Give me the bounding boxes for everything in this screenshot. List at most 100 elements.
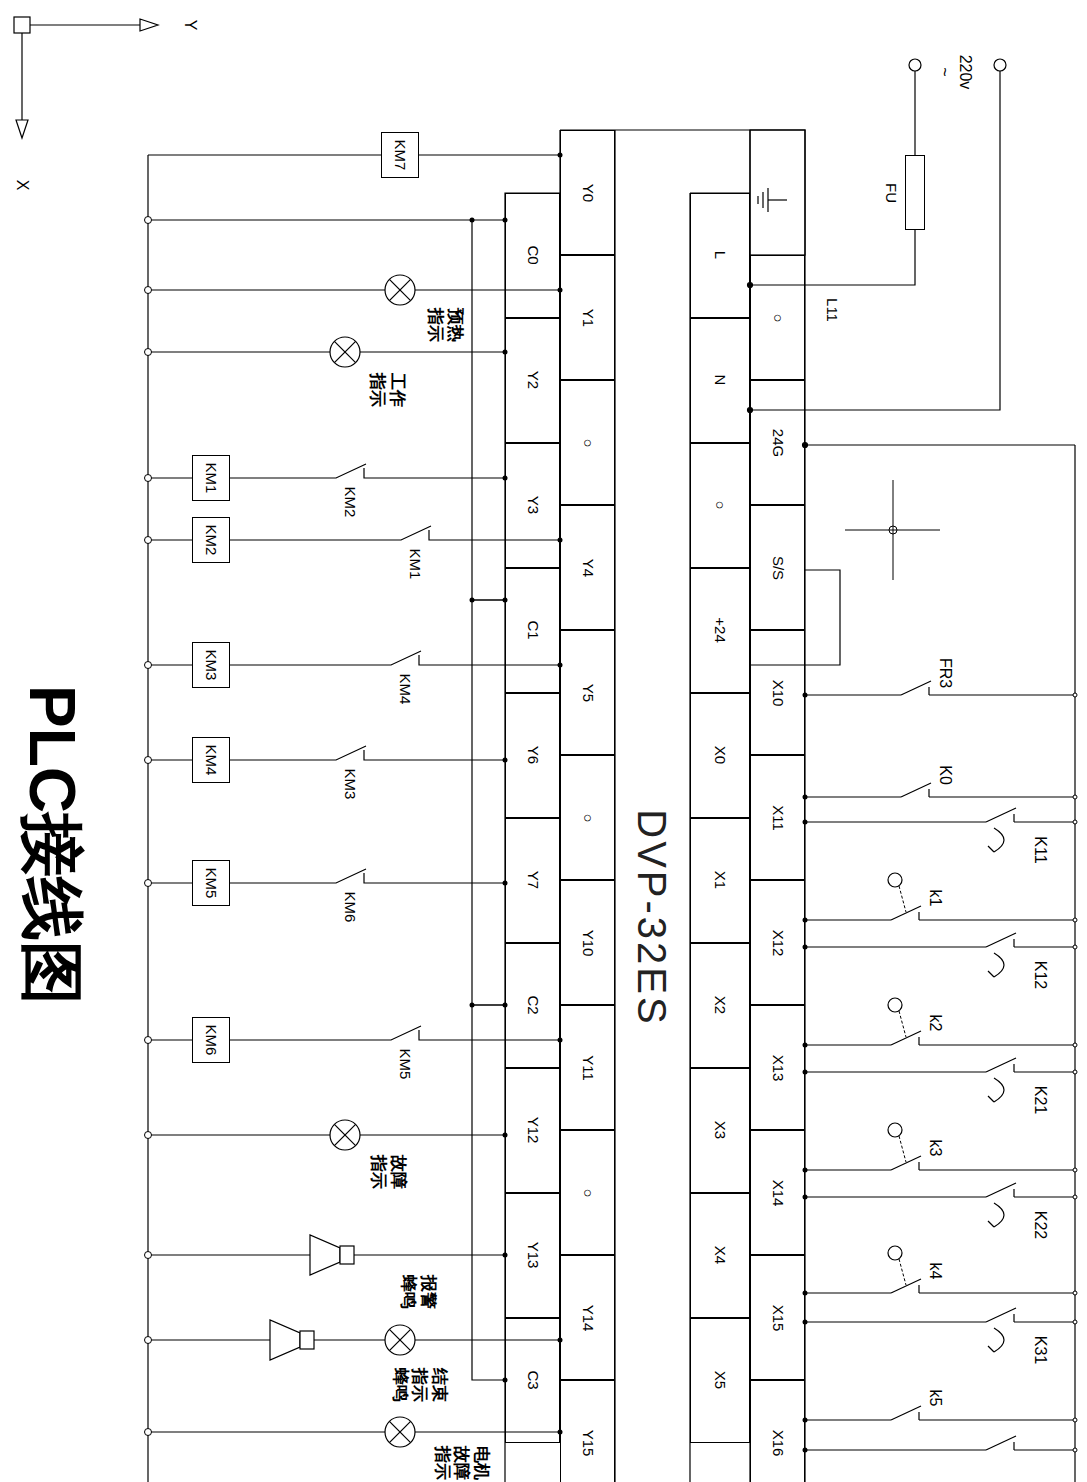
wire-connector [230, 526, 560, 540]
terminal-cell: Y7 [505, 818, 560, 943]
wire-connector [230, 1026, 560, 1040]
wire [919, 919, 1075, 920]
buzzer-symbol [340, 1246, 354, 1264]
buzzer-symbol [310, 1235, 340, 1275]
terminal-cell: L [690, 193, 750, 318]
contact-symbol [986, 1308, 1016, 1322]
wire [148, 1039, 192, 1040]
wire-connector [750, 230, 915, 285]
terminal-ring [1073, 918, 1077, 922]
wire [360, 351, 505, 352]
wire [805, 694, 901, 695]
wire [805, 1169, 891, 1170]
ground-symbol [767, 188, 768, 212]
terminal-name: Y1 [579, 308, 596, 326]
device-name: KM3 [203, 650, 220, 681]
wire [360, 1134, 505, 1135]
terminal-name: 24G [769, 428, 786, 456]
wire [148, 1339, 270, 1340]
wire [919, 1292, 1075, 1293]
contact-symbol [986, 808, 1016, 822]
terminal-name: Y6 [524, 746, 541, 764]
pushbutton-symbol [888, 998, 902, 1012]
wire [1014, 821, 1075, 822]
wire [805, 1196, 986, 1197]
wire [1014, 1449, 1075, 1450]
wire [148, 1254, 310, 1255]
axis-line [21, 33, 22, 120]
wire [805, 821, 986, 822]
axis-arrow [140, 19, 158, 31]
wire [1014, 1071, 1075, 1072]
contact-label: K0 [936, 764, 954, 786]
pushbutton-symbol [888, 1123, 902, 1137]
contact-symbol [986, 933, 1016, 947]
contact-symbol [918, 1285, 919, 1293]
pushbutton-symbol [899, 886, 906, 912]
contact-label: K11 [1031, 835, 1049, 864]
ground-symbol [757, 196, 758, 204]
terminal-ring [145, 537, 152, 544]
axis-label: Y [181, 19, 199, 32]
selector-symbol [988, 1096, 994, 1102]
terminal-cell: Y10 [560, 880, 615, 1005]
pushbutton-symbol [888, 873, 902, 887]
terminal-cell: ○ [690, 443, 750, 568]
terminal-cell: S/S [750, 505, 805, 630]
contact-label: K31 [1031, 1335, 1049, 1365]
wire [919, 1044, 1075, 1045]
terminal-cell: Y2 [505, 318, 560, 443]
coil-box: KM1 [192, 455, 230, 501]
selector-symbol [988, 1346, 994, 1352]
terminal-name: X13 [769, 1054, 786, 1081]
wire [415, 289, 560, 290]
lamp-label: 结束指示蜂鸣 [391, 1367, 450, 1404]
wire [354, 1254, 505, 1255]
terminal-name: Y4 [579, 558, 596, 576]
supply-terminal [909, 59, 921, 71]
terminal-cell: Y13 [505, 1193, 560, 1318]
terminal-ring [1073, 1070, 1077, 1074]
contact-symbol [891, 906, 921, 920]
wire [148, 351, 330, 352]
contact-symbol [986, 1436, 1016, 1450]
terminal-ring [145, 662, 152, 669]
terminal-ring [1073, 795, 1077, 799]
selector-symbol [994, 1078, 1004, 1102]
wire [1014, 946, 1075, 947]
terminal-cell: X0 [690, 693, 750, 818]
lamp-label: 故障指示 [368, 1154, 407, 1191]
terminal-name: Y11 [579, 1055, 596, 1081]
wire [148, 1431, 385, 1432]
contact-symbol [1013, 939, 1014, 947]
wire [148, 289, 385, 290]
contact-symbol [1013, 1189, 1014, 1197]
buzzer-symbol [270, 1320, 300, 1360]
contact-symbol [986, 1183, 1016, 1197]
contact-symbol [986, 1058, 1016, 1072]
terminal-ring [1073, 1168, 1077, 1172]
fuse-box: FU [905, 155, 925, 230]
terminal-name: X11 [769, 805, 786, 831]
terminal-ring [145, 1252, 152, 1259]
terminal-ring [1073, 1320, 1077, 1324]
contact-label: FR3 [936, 657, 954, 689]
contact-label: KM2 [342, 486, 359, 519]
terminal-cell: +24 [690, 568, 750, 693]
wire [415, 1431, 560, 1432]
terminal-cell: C1 [505, 568, 560, 693]
power-supply [748, 59, 1007, 413]
contact-symbol [901, 681, 931, 695]
wire [148, 219, 472, 220]
contact-symbol [918, 1037, 919, 1045]
contact-symbol [1013, 1314, 1014, 1322]
selector-symbol [988, 846, 994, 852]
terminal-name: Y3 [524, 496, 541, 514]
terminal-cell: Y12 [505, 1068, 560, 1193]
ac-symbol: ~ [935, 66, 953, 77]
terminal-cell [750, 130, 805, 255]
contact-symbol [928, 687, 929, 695]
lamp-label: 预热指示 [425, 307, 464, 344]
selector-symbol [988, 971, 994, 977]
wire-connector [419, 154, 560, 155]
